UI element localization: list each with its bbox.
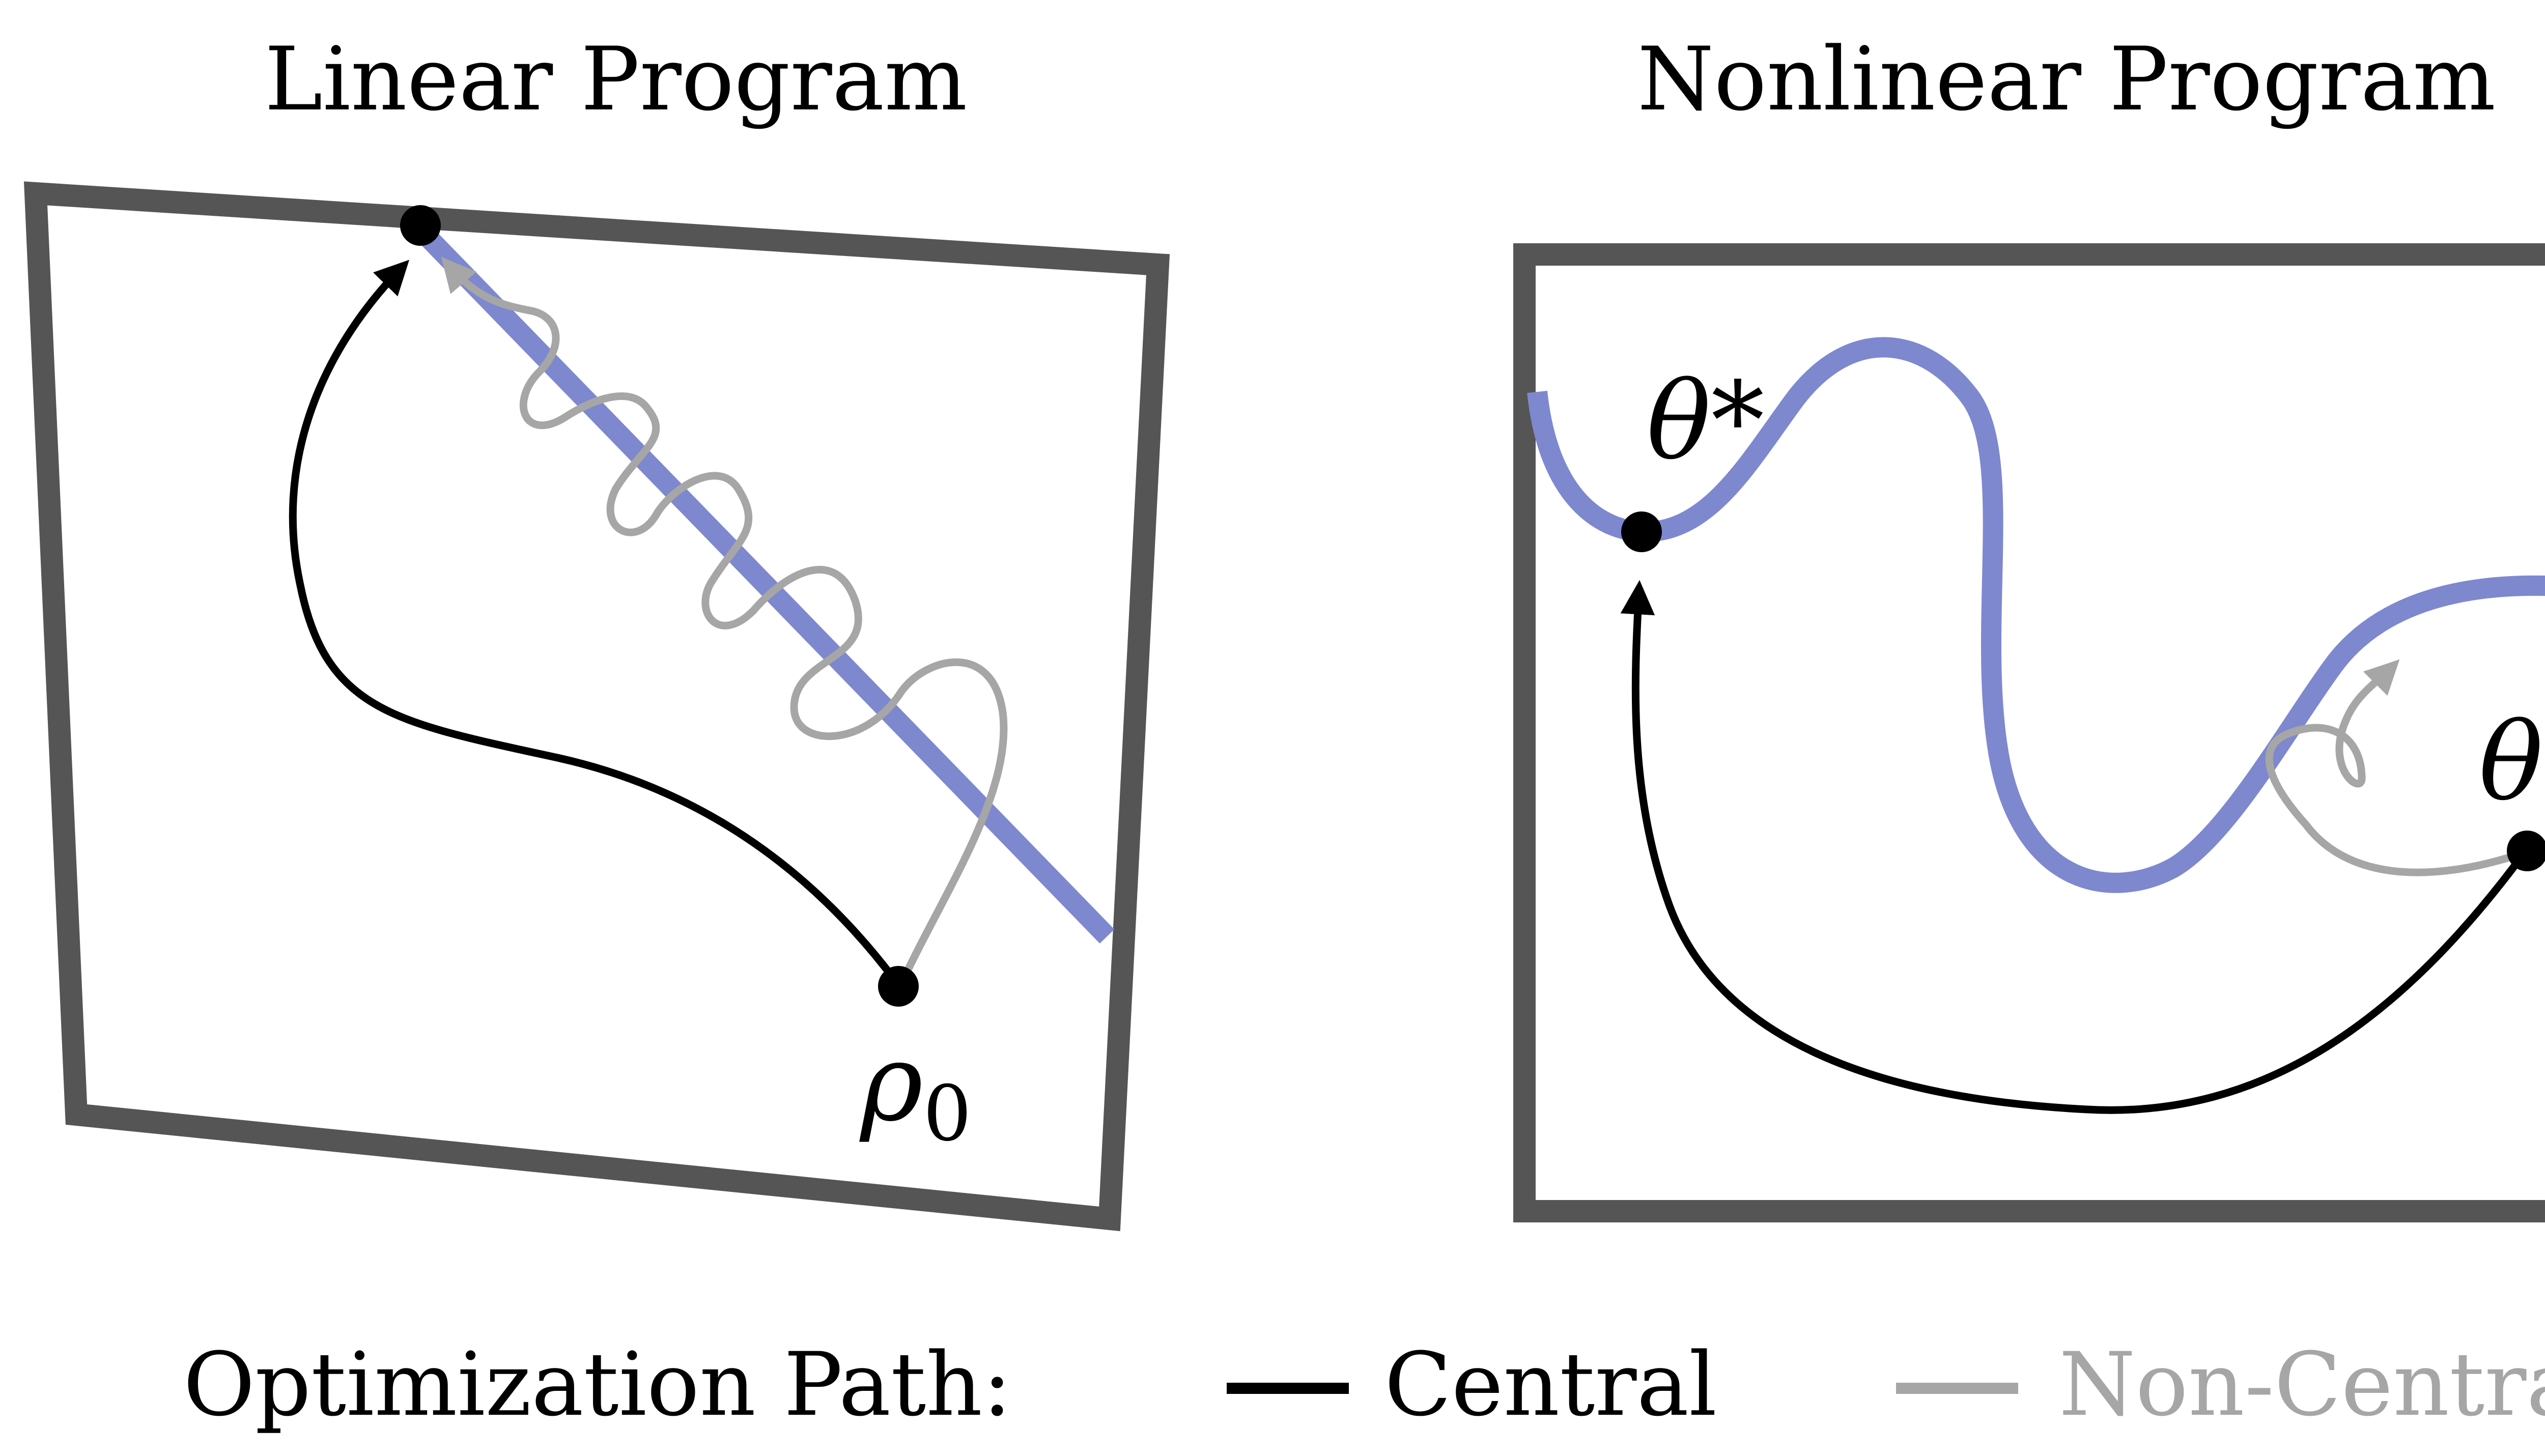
nonlinear-start-label: θ0 — [2479, 700, 2545, 838]
left-panel-title: Linear Program — [265, 28, 968, 130]
nonlinear-non-central-path — [2265, 659, 2529, 876]
nonlinear-start-point — [2507, 831, 2545, 871]
legend-heading: Optimization Path: — [183, 1333, 1012, 1436]
nonlinear-central-path — [1620, 580, 2529, 1114]
linear-constraint-path — [410, 219, 1115, 944]
nonlinear-optimum-label: θ* — [1647, 359, 1764, 483]
linear-non-central-path — [441, 256, 1008, 989]
nonlinear-feasible-region — [1513, 243, 2545, 1222]
right-panel-title: Nonlinear Program — [1637, 28, 2496, 130]
legend-non-central-label: Non-Central — [2059, 1333, 2545, 1436]
right-panel: Nonlinear Program θ* θ0 — [1513, 28, 2545, 1222]
legend: Optimization Path: Central Non-Central — [183, 1333, 2545, 1436]
legend-central-label: Central — [1384, 1333, 1717, 1436]
linear-feasible-region — [23, 181, 1170, 1232]
nonlinear-constraint-path — [1527, 337, 2545, 893]
linear-optimum-point — [400, 205, 441, 246]
left-panel: Linear Program ρ0 — [23, 28, 1170, 1232]
linear-central-path — [289, 260, 902, 989]
nonlinear-optimum-point — [1621, 511, 1662, 552]
linear-start-label: ρ0 — [859, 1020, 972, 1158]
linear-start-point — [878, 966, 919, 1007]
